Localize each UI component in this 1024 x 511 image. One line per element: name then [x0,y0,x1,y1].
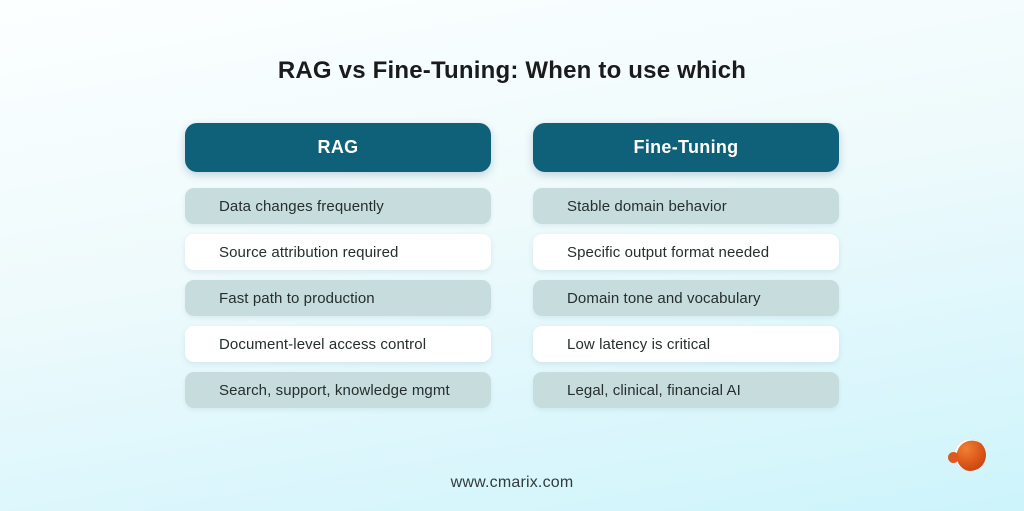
rag-row-5: Search, support, knowledge mgmt [185,372,491,408]
rag-row-3: Fast path to production [185,280,491,316]
logo-dot [948,452,959,463]
fine-tuning-row-5: Legal, clinical, financial AI [533,372,839,408]
rag-row-4: Document-level access control [185,326,491,362]
fine-tuning-column-header: Fine-Tuning [533,123,839,172]
fine-tuning-row-2: Specific output format needed [533,234,839,270]
website-url: www.cmarix.com [450,474,574,491]
fine-tuning-row-4: Low latency is critical [533,326,839,362]
cmarix-logo-icon [948,439,986,471]
rag-column-header: RAG [185,123,491,172]
fine-tuning-column: Fine-Tuning Stable domain behavior Speci… [533,123,839,418]
fine-tuning-row-1: Stable domain behavior [533,188,839,224]
rag-row-2: Source attribution required [185,234,491,270]
rag-column: RAG Data changes frequently Source attri… [185,123,491,418]
page-title: RAG vs Fine-Tuning: When to use which [277,57,747,84]
fine-tuning-row-3: Domain tone and vocabulary [533,280,839,316]
logo-ball [954,439,986,471]
rag-row-1: Data changes frequently [185,188,491,224]
